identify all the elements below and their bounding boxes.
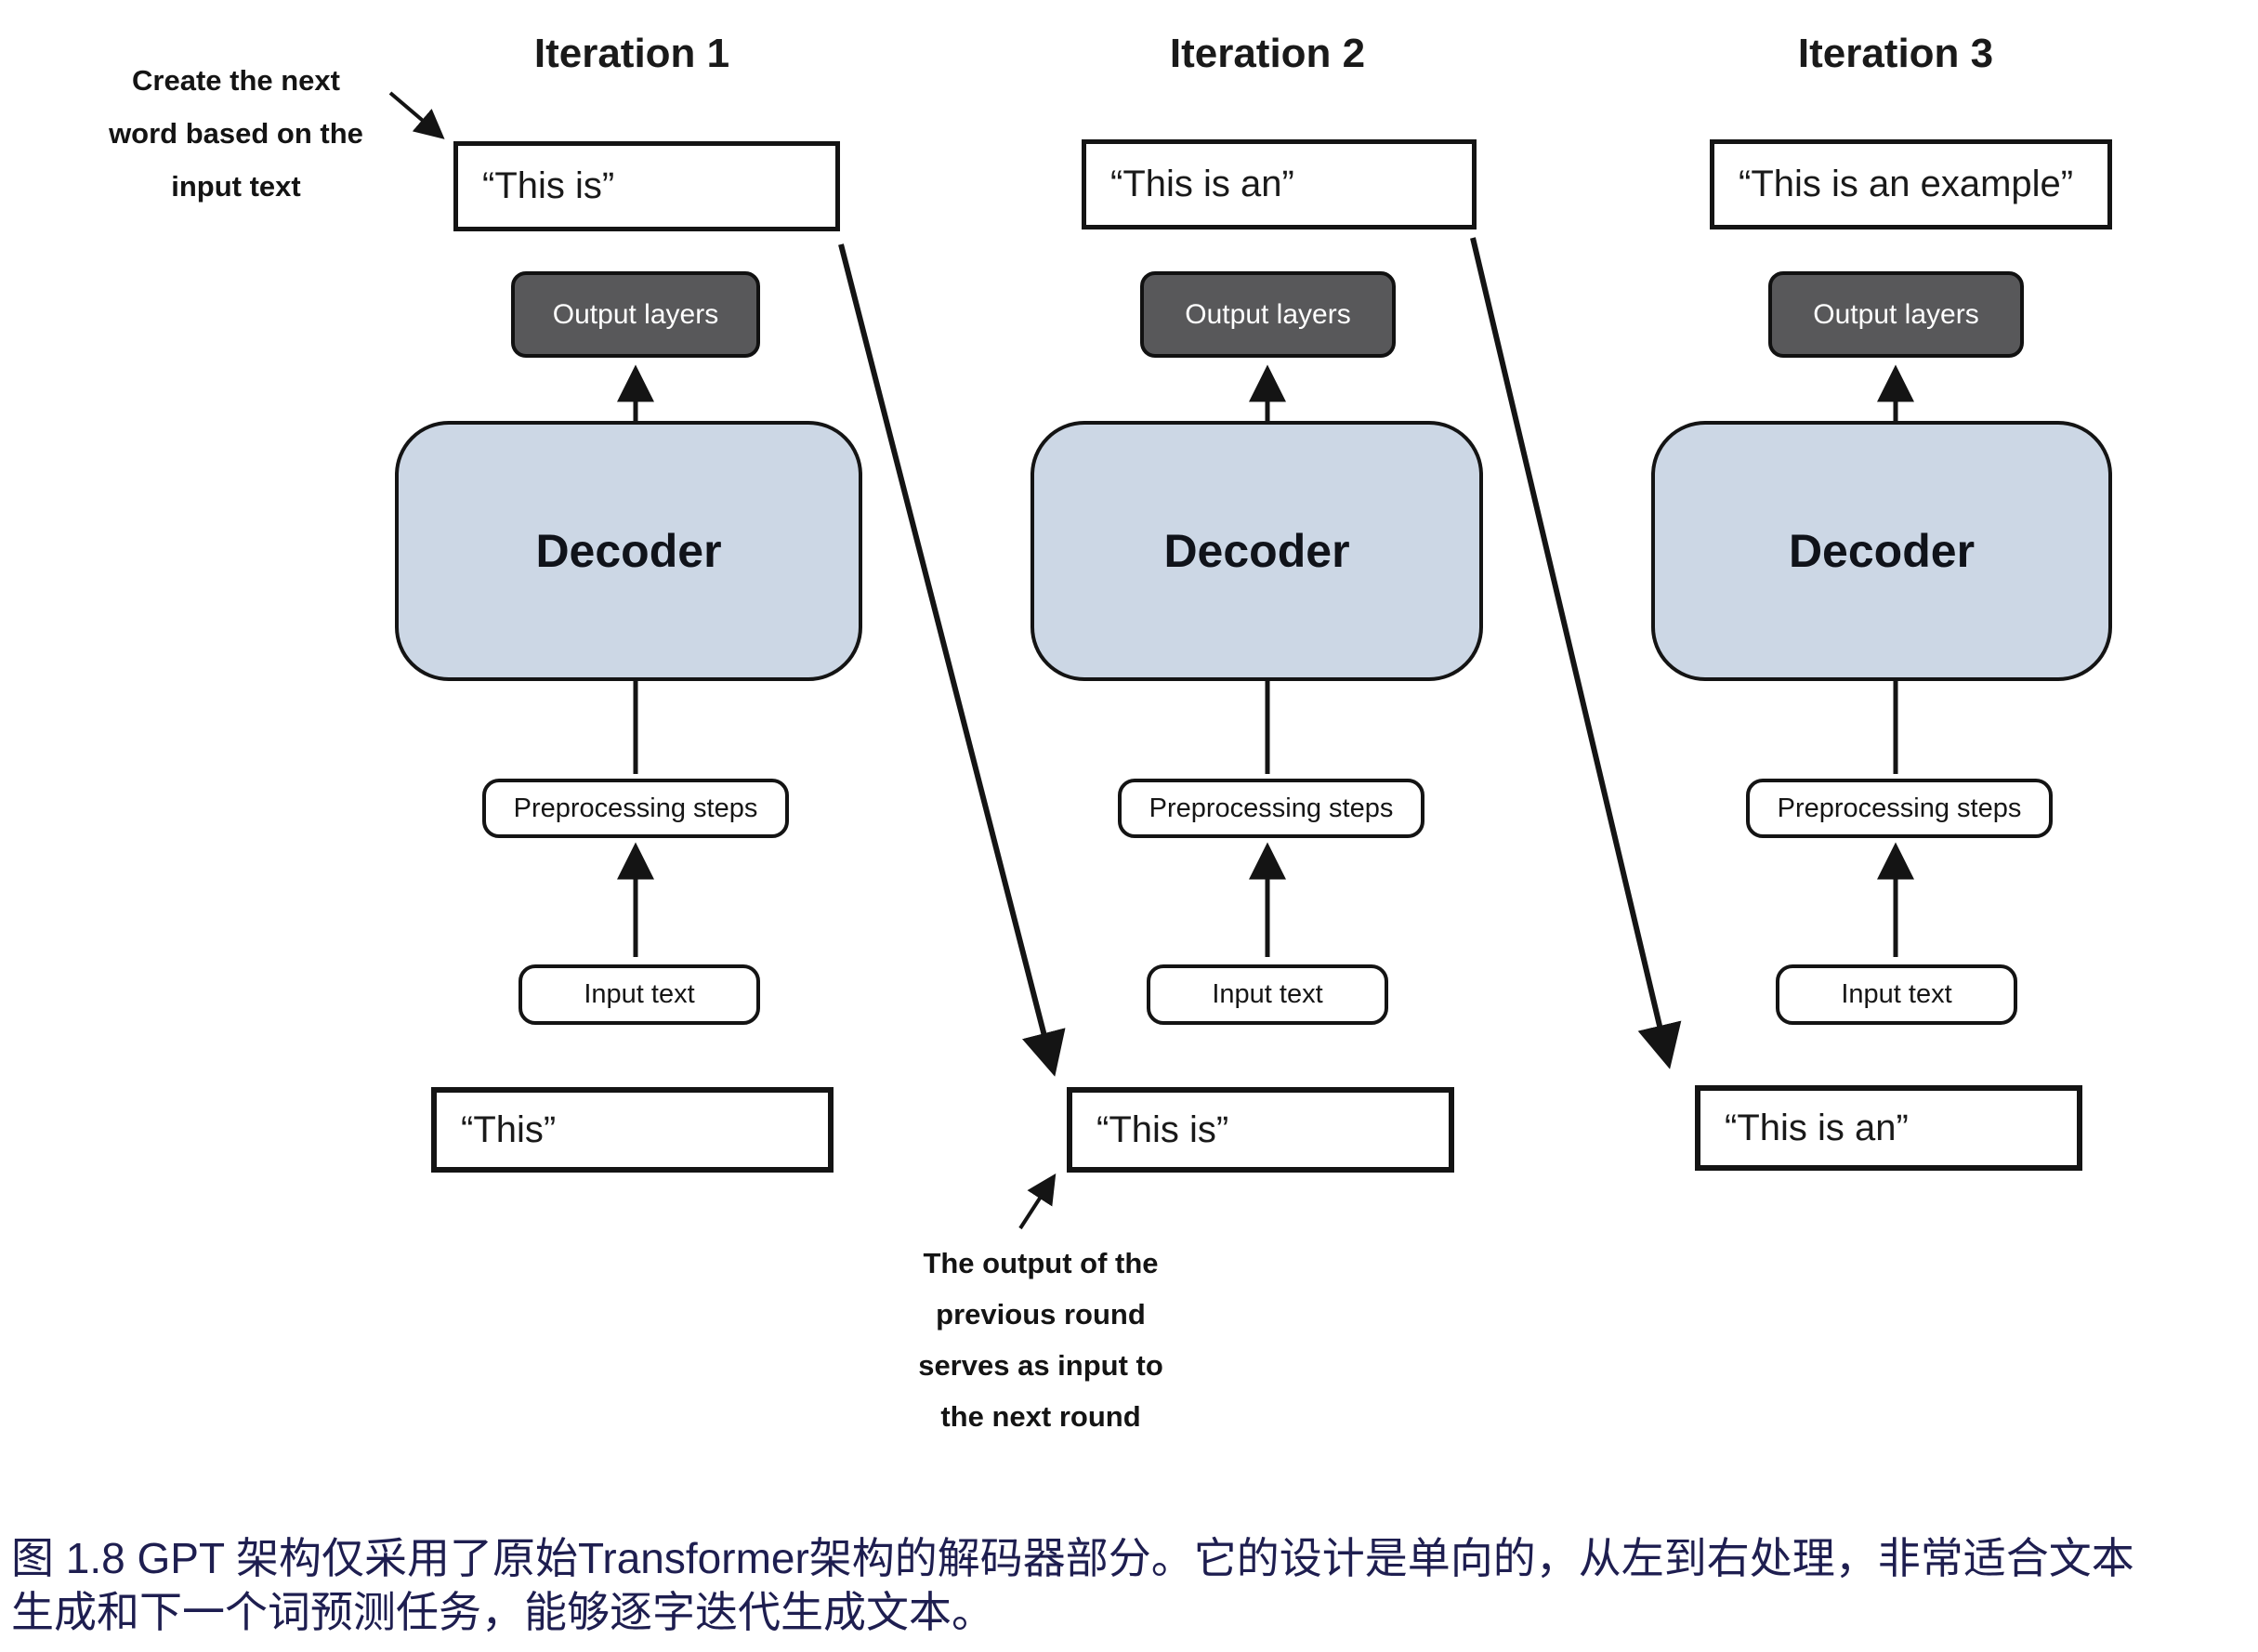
decoder-box-1: Decoder [395, 421, 862, 681]
annotation-line: serves as input to [918, 1349, 1163, 1382]
decoder-box-3: Decoder [1651, 421, 2112, 681]
annotation-line: Create the next [132, 64, 340, 97]
preprocessing-label-2: Preprocessing steps [1149, 793, 1394, 823]
output-layers-label-1: Output layers [552, 298, 719, 330]
decoder-label-2: Decoder [1163, 525, 1350, 577]
arrow-output2-to-input3 [1470, 237, 1682, 1069]
arrow-output1-to-input2 [838, 243, 1066, 1077]
figure-caption-line-1: 图 1.8 GPT 架构仅采用了原始Transformer架构的解码器部分。它的… [11, 1534, 2134, 1582]
annotation-line: the next round [940, 1400, 1141, 1433]
input-text-box-3: Input text [1776, 964, 2017, 1025]
generated-text-box-1: “This is” [453, 141, 840, 231]
input-text-label-3: Input text [1841, 979, 1952, 1009]
preprocessing-box-1: Preprocessing steps [482, 779, 789, 838]
annotation-line: previous round [936, 1298, 1146, 1331]
previous-text-box-1: “This” [431, 1087, 834, 1173]
annotation-line: The output of the [923, 1247, 1159, 1279]
previous-text-2: “This is” [1096, 1108, 1229, 1150]
generated-text-1: “This is” [482, 165, 615, 206]
previous-text-box-3: “This is an” [1695, 1085, 2082, 1171]
output-layers-box-2: Output layers [1140, 271, 1396, 358]
generated-text-2: “This is an” [1110, 164, 1294, 204]
annotation-line: input text [171, 170, 301, 203]
preprocessing-box-3: Preprocessing steps [1746, 779, 2053, 838]
output-layers-label-2: Output layers [1185, 298, 1351, 330]
arrow-annotation-output-feedback [1018, 1173, 1057, 1230]
iteration-3-title: Iteration 3 [1797, 31, 1994, 76]
previous-text-3: “This is an” [1725, 1107, 1909, 1148]
iteration-1-title: Iteration 1 [533, 31, 730, 76]
figure-caption-line-2: 生成和下一个词预测任务，能够逐字迭代生成文本。 [11, 1588, 994, 1636]
annotation-output-feedback: The output of the previous round serves … [836, 1238, 1245, 1442]
generated-text-3: “This is an example” [1739, 164, 2074, 204]
input-text-box-1: Input text [519, 964, 760, 1025]
input-text-box-2: Input text [1147, 964, 1388, 1025]
annotation-line: word based on the [109, 117, 363, 150]
previous-text-1: “This” [461, 1108, 557, 1150]
annotation-create-next-word: Create the next word based on the input … [54, 54, 418, 213]
preprocessing-label-1: Preprocessing steps [513, 793, 758, 823]
input-text-label-2: Input text [1212, 979, 1323, 1009]
output-layers-box-3: Output layers [1768, 271, 2024, 358]
decoder-label-3: Decoder [1788, 525, 1976, 577]
preprocessing-label-3: Preprocessing steps [1777, 793, 2022, 823]
previous-text-box-2: “This is” [1067, 1087, 1454, 1173]
output-layers-label-3: Output layers [1813, 298, 1979, 330]
output-layers-box-1: Output layers [511, 271, 760, 358]
preprocessing-box-2: Preprocessing steps [1118, 779, 1424, 838]
generated-text-box-2: “This is an” [1082, 139, 1477, 229]
decoder-box-2: Decoder [1031, 421, 1483, 681]
iteration-2-title: Iteration 2 [1169, 31, 1366, 76]
decoder-label-1: Decoder [535, 525, 722, 577]
generated-text-box-3: “This is an example” [1710, 139, 2112, 229]
input-text-label-1: Input text [584, 979, 695, 1009]
